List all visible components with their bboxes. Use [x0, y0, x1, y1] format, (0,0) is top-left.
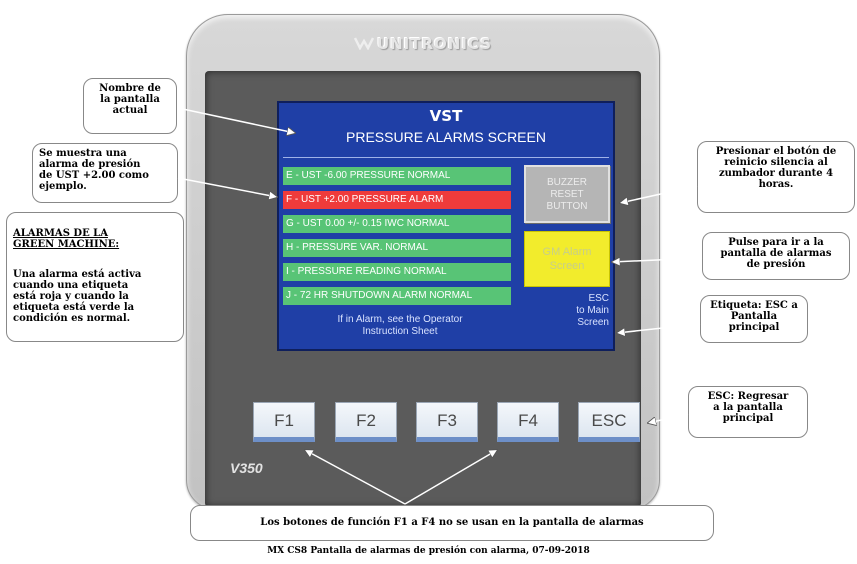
model-label: V350: [230, 460, 263, 476]
f2-key[interactable]: F2: [335, 402, 397, 442]
screen-divider: [283, 157, 609, 158]
alarm-row-j: J - 72 HR SHUTDOWN ALARM NORMAL: [283, 287, 511, 305]
callout-esc-tag: Etiqueta: ESC a Pantalla principal: [700, 295, 808, 343]
screen-subtitle: PRESSURE ALARMS SCREEN: [346, 129, 546, 145]
screen-title: VST: [429, 107, 463, 125]
brand-name: UNITRONICS: [376, 35, 493, 53]
alarm-row-h: H - PRESSURE VAR. NORMAL: [283, 239, 511, 257]
callout-screen-name: Nombre de la pantalla actual: [83, 78, 177, 134]
callout-gm-button: Pulse para ir a la pantalla de alarmas d…: [702, 232, 850, 280]
callout-function-keys: Los botones de función F1 a F4 no se usa…: [190, 505, 714, 541]
alarm-row-g: G - UST 0.00 +/- 0.15 IWC NORMAL: [283, 215, 511, 233]
callout-buzzer: Presionar el botón de reinicio silencia …: [697, 141, 855, 213]
esc-to-main-label: ESC to Main Screen: [576, 293, 609, 328]
f1-key[interactable]: F1: [253, 402, 315, 442]
esc-key[interactable]: ESC: [578, 402, 640, 442]
buzzer-reset-button[interactable]: BUZZER RESET BUTTON: [524, 165, 610, 223]
f3-key[interactable]: F3: [416, 402, 478, 442]
alarm-row-e: E - UST -6.00 PRESSURE NORMAL: [283, 167, 511, 185]
alarm-row-f: F - UST +2.00 PRESSURE ALARM: [283, 191, 511, 209]
unitronics-logo-icon: [353, 37, 374, 50]
green-machine-heading: ALARMAS DE LA GREEN MACHINE:: [13, 228, 120, 250]
green-machine-body: Una alarma está activa cuando una etique…: [13, 269, 142, 324]
instruction-text: If in Alarm, see the Operator Instructio…: [337, 314, 463, 337]
alarm-row-i: I - PRESSURE READING NORMAL: [283, 263, 511, 281]
figure-caption: MX CS8 Pantalla de alarmas de presión co…: [267, 546, 590, 556]
callout-esc-key: ESC: Regresar a la pantalla principal: [688, 386, 808, 438]
gm-alarm-screen-button[interactable]: GM Alarm Screen: [524, 231, 610, 287]
callout-alarm-example: Se muestra una alarma de presión de UST …: [32, 143, 178, 203]
brand-logo: UNITRONICS: [187, 35, 659, 53]
hmi-screen: VST PRESSURE ALARMS SCREEN E - UST -6.00…: [277, 101, 615, 351]
callout-green-machine: ALARMAS DE LA GREEN MACHINE: Una alarma …: [6, 212, 184, 342]
f4-key[interactable]: F4: [497, 402, 559, 442]
